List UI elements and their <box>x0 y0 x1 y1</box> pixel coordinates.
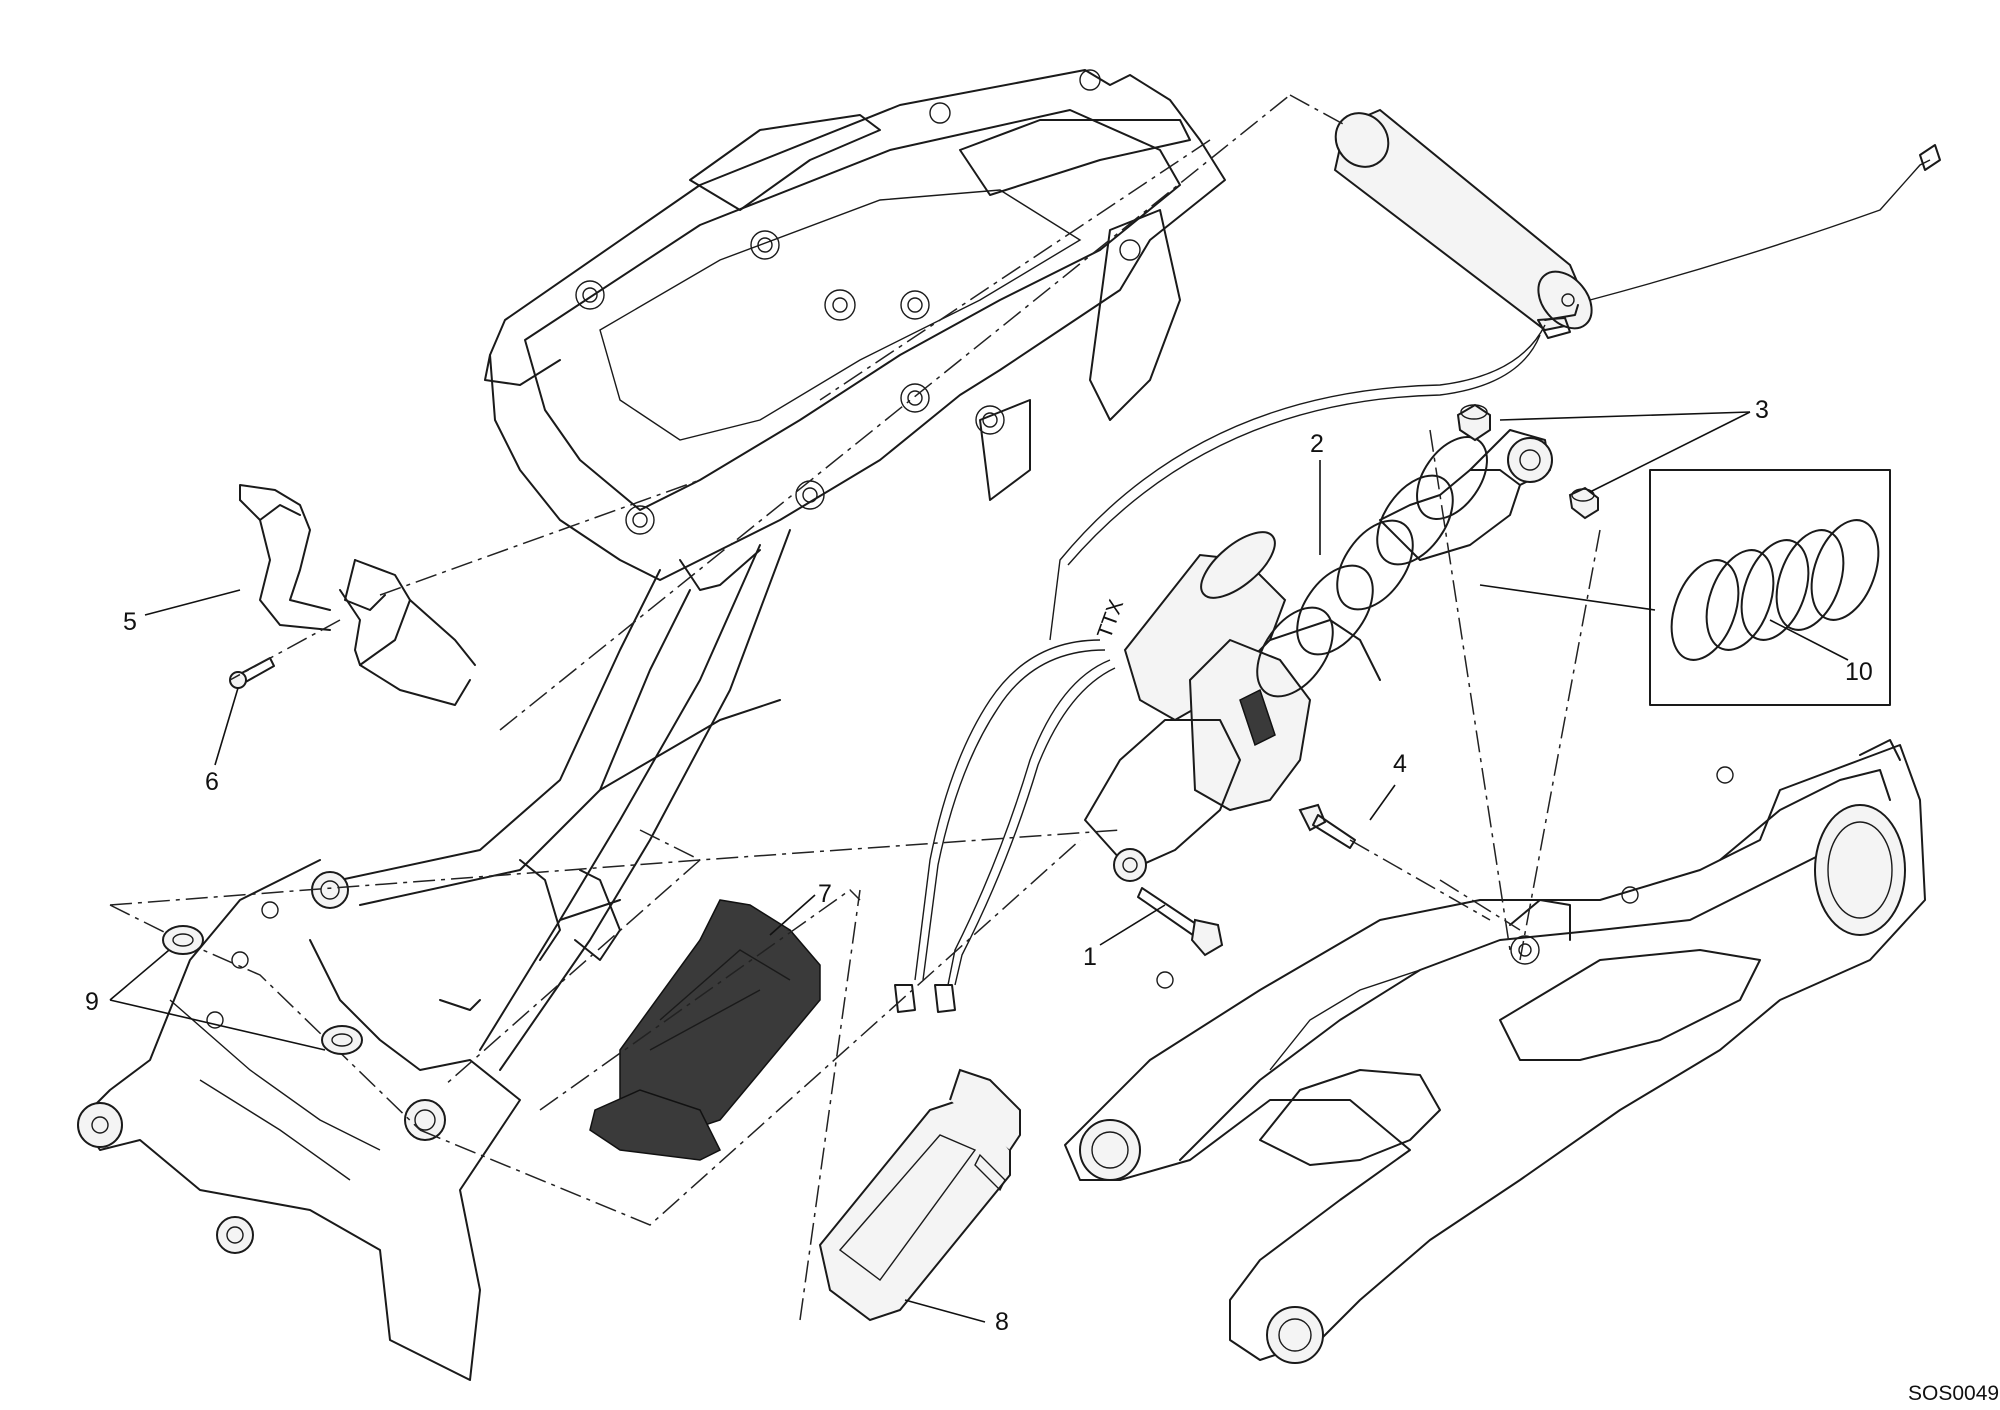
rear-subframe <box>484 69 1226 591</box>
callout-10: 10 <box>1845 658 1873 686</box>
callout-leaders <box>109 411 1849 1323</box>
control-unit-part-7 <box>589 899 821 1161</box>
callout-9: 9 <box>85 988 99 1016</box>
spring-detail-box <box>1649 469 1891 706</box>
callout-3: 3 <box>1755 396 1769 424</box>
ttx-brand-mark: TTX <box>1093 597 1128 642</box>
callout-1: 1 <box>1083 943 1097 971</box>
shock-spring <box>1256 436 1488 698</box>
bushings-part-3 <box>1456 403 1599 520</box>
callout-2: 2 <box>1310 430 1324 458</box>
callout-5: 5 <box>123 608 137 636</box>
bracket-part-5 <box>239 484 476 706</box>
main-frame <box>77 529 791 1381</box>
callout-7: 7 <box>818 880 832 908</box>
callout-8: 8 <box>995 1308 1009 1336</box>
callout-labels: 1 2 3 4 5 6 7 8 9 10 <box>85 396 1873 1336</box>
washers-part-9 <box>162 925 363 1055</box>
spring-part-10 <box>1670 519 1880 661</box>
assembly-dash-lines <box>109 94 1601 1321</box>
callout-6: 6 <box>205 768 219 796</box>
bolt-part-4 <box>1298 803 1356 849</box>
rear-shock-absorber-part-2: TTX <box>1084 429 1553 882</box>
callout-4: 4 <box>1393 750 1407 778</box>
swingarm <box>1064 739 1926 1364</box>
module-part-8 <box>818 1068 1021 1322</box>
drawing-code: SOS00491 <box>1908 1382 2000 1405</box>
bolt-part-1 <box>1137 887 1224 957</box>
shock-reservoir <box>1049 108 1941 641</box>
sensor-wires <box>894 639 1116 1013</box>
screw-part-6 <box>229 657 275 689</box>
